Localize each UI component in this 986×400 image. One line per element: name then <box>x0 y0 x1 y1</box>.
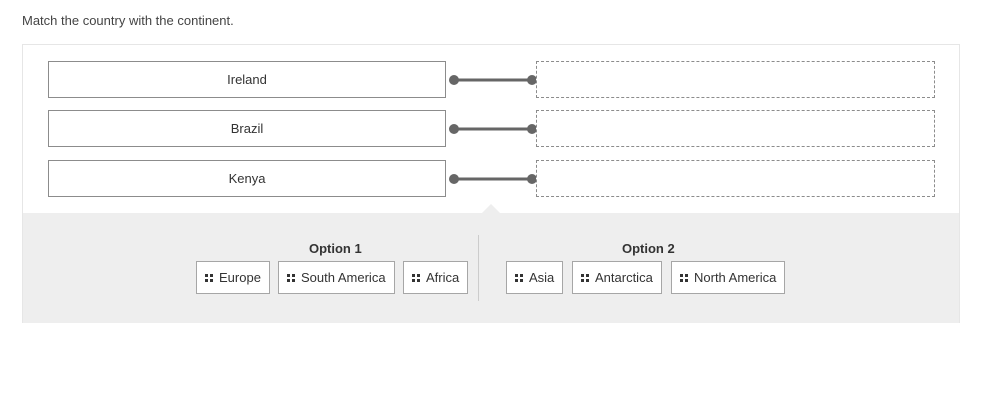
chip-label: Antarctica <box>595 270 653 285</box>
chip-label: Europe <box>219 270 261 285</box>
chip-label: Africa <box>426 270 460 285</box>
chip-africa[interactable]: Africa <box>403 261 469 294</box>
chip-north-america[interactable]: North America <box>671 261 786 294</box>
stem-brazil: Brazil <box>48 110 446 147</box>
stem-label: Ireland <box>227 72 267 87</box>
chip-label: Asia <box>529 270 555 285</box>
chip-europe[interactable]: Europe <box>196 261 270 294</box>
drag-handle-icon <box>680 273 688 282</box>
stem-ireland: Ireland <box>48 61 446 98</box>
connector-line <box>449 174 537 184</box>
match-row-kenya: Kenya <box>48 160 936 197</box>
drop-zone-brazil[interactable] <box>536 110 935 147</box>
match-row-brazil: Brazil <box>48 110 936 147</box>
drag-handle-icon <box>515 273 523 282</box>
chip-south-america[interactable]: South America <box>278 261 395 294</box>
drop-zone-ireland[interactable] <box>536 61 935 98</box>
connector-line <box>449 75 537 85</box>
match-row-ireland: Ireland <box>48 61 936 98</box>
options-tray: Option 1 Option 2 Europe South America A… <box>23 204 959 323</box>
tray-pointer <box>481 204 501 214</box>
drag-handle-icon <box>581 273 589 282</box>
chip-antarctica[interactable]: Antarctica <box>572 261 662 294</box>
chip-label: North America <box>694 270 777 285</box>
drag-handle-icon <box>205 273 213 282</box>
stem-label: Brazil <box>230 121 264 136</box>
drag-handle-icon <box>412 273 420 282</box>
drag-handle-icon <box>287 273 295 282</box>
question-prompt: Match the country with the continent. <box>22 13 234 28</box>
stem-kenya: Kenya <box>48 160 446 197</box>
group-divider <box>478 235 479 301</box>
connector-line <box>449 124 537 134</box>
matching-panel: Ireland Brazil Kenya <box>22 44 960 323</box>
stem-label: Kenya <box>228 171 266 186</box>
drop-zone-kenya[interactable] <box>536 160 935 197</box>
option-group-1-title: Option 1 <box>309 241 362 256</box>
option-group-2-title: Option 2 <box>622 241 675 256</box>
chip-asia[interactable]: Asia <box>506 261 564 294</box>
chip-label: South America <box>301 270 386 285</box>
